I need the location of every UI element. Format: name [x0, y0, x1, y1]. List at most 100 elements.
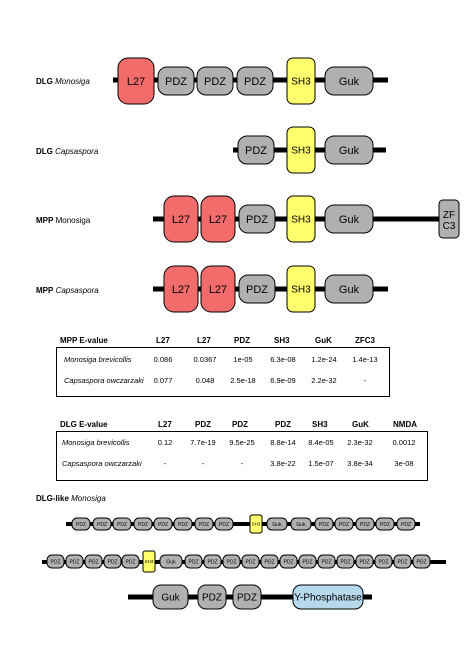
dlg-table-cell: 3.8e-22: [270, 459, 296, 468]
sh3-domain: SH3: [286, 265, 316, 313]
mpp-table-cell: 2.5e-18: [230, 376, 256, 385]
sh3-domain-label: SH3: [252, 522, 261, 527]
pdz-domain: PDZ: [194, 517, 214, 531]
l27-domain: L27: [200, 195, 236, 243]
pdz-domain-label: PDZ: [244, 76, 266, 88]
dlg-table-title: DLG E-value: [60, 420, 108, 429]
pdz-domain-label: PDZ: [158, 522, 168, 528]
pdz-domain-label: PDZ: [97, 522, 107, 528]
pdz-domain: PDZ: [355, 517, 375, 531]
mpp-table-cell: 0.0367: [193, 355, 217, 364]
dlg-table-header-2: PDZ: [232, 420, 248, 429]
pdz-domain: PDZ: [393, 554, 412, 569]
pdz-domain: PDZ: [214, 517, 234, 531]
l27-domain-label: L27: [172, 214, 190, 226]
pdz-domain-label: PDZ: [237, 593, 257, 604]
pdz-domain-label: PDZ: [51, 559, 61, 565]
dlg-table-cell: 1.5e-07: [308, 459, 334, 468]
sh3-domain-label: SH3: [291, 215, 311, 226]
pdz-domain-label: PDZ: [208, 559, 218, 565]
pdz-domain: PDZ: [412, 554, 431, 569]
pdz-domain: PDZ: [374, 554, 393, 569]
dlg-table-header-0: L27: [158, 420, 172, 429]
dlg-table-header-1: PDZ: [195, 420, 211, 429]
guk-domain-label: Guk: [339, 145, 360, 157]
pdz-domain: PDZ: [238, 274, 276, 304]
pdz-domain: PDZ: [112, 517, 132, 531]
sh3-domain-label: SH3: [291, 146, 311, 157]
zfc3-domain: ZFC3: [438, 199, 460, 239]
pdz-domain-label: PDZ: [138, 522, 148, 528]
pdz-domain-label: PDZ: [204, 76, 226, 88]
zfc3-domain-label: ZF: [443, 210, 455, 221]
pdz-domain: PDZ: [196, 66, 234, 96]
l27-domain: L27: [163, 265, 199, 313]
mpp-table-species-0: Monosiga brevicollis: [64, 355, 132, 364]
pdz-domain: PDZ: [203, 554, 222, 569]
pdz-domain-label: PDZ: [117, 522, 127, 528]
pdz-domain: PDZ: [197, 584, 227, 610]
pdz-domain: PDZ: [71, 517, 91, 531]
dlg-table-cell: -: [201, 459, 205, 468]
mpp-table-header-2: PDZ: [234, 336, 250, 345]
dlg-table-cell: 0.0012: [392, 438, 416, 447]
pdz-domain-label: PDZ: [380, 522, 390, 528]
pdz-domain-label: PDZ: [126, 559, 136, 565]
pdz-domain: PDZ: [173, 517, 193, 531]
pdz-domain: PDZ: [279, 554, 298, 569]
mpp-table-header-5: ZFC3: [355, 336, 375, 345]
pdz-domain: PDZ: [121, 554, 140, 569]
pdz-domain-label: PDZ: [246, 214, 268, 226]
mpp-table-cell: 6.3e-08: [270, 355, 296, 364]
pdz-domain: PDZ: [241, 554, 260, 569]
mpp-table-cell: 0.077: [153, 376, 173, 385]
row-label-mpp-capsaspora: MPP Capsaspora: [36, 286, 99, 295]
guk-domain-label: Guk: [339, 284, 360, 296]
pdz-domain-label: PDZ: [322, 559, 332, 565]
sh3-domain: SH3: [286, 126, 316, 174]
pdz-domain-label: PDZ: [189, 559, 199, 565]
zfc3-domain-label-2: C3: [443, 221, 456, 232]
pdz-domain-label: PDZ: [89, 559, 99, 565]
pdz-domain-label: PDZ: [178, 522, 188, 528]
pdz-domain-label: PDZ: [379, 559, 389, 565]
dlg-table-header-6: NMDA: [393, 420, 417, 429]
pdz-domain: PDZ: [314, 517, 334, 531]
dlg-table-header-5: GuK: [352, 420, 369, 429]
dlg-table-species-0: Monosiga brevicollis: [62, 438, 130, 447]
dlg-table-cell: 8.8e-14: [270, 438, 296, 447]
pdz-domain-label: PDZ: [227, 559, 237, 565]
l27-domain-label: L27: [209, 214, 227, 226]
dlg-table-cell: -: [240, 459, 244, 468]
pdz-domain-label: PDZ: [319, 522, 329, 528]
pdz-domain-label: PDZ: [360, 559, 370, 565]
pdz-domain-label: PDZ: [76, 522, 86, 528]
mpp-table-cell: 1e-05: [233, 355, 253, 364]
mpp-table-title: MPP E-value: [60, 336, 108, 345]
guk-domain-label: Guk: [161, 593, 180, 604]
pdz-domain-label: PDZ: [108, 559, 118, 565]
sh3-domain-label: SH3: [291, 77, 311, 88]
pdz-domain: PDZ: [153, 517, 173, 531]
dlg-table-cell: 2.3e-32: [347, 438, 373, 447]
mpp-table-header-3: SH3: [274, 336, 290, 345]
row-label-mpp-monosiga: MPP Monosiga: [36, 216, 91, 225]
pdz-domain: PDZ: [184, 554, 203, 569]
mpp-table-cell: 6.9e-09: [270, 376, 296, 385]
guk-domain-label: Guk: [339, 76, 360, 88]
guk-domain: Guk: [324, 135, 374, 165]
pdz-domain-label: PDZ: [246, 284, 268, 296]
sh3-domain-label: SH3: [145, 559, 154, 564]
pdz-domain-label: PDZ: [246, 559, 256, 565]
pdz-domain-label: PDZ: [417, 559, 427, 565]
dlg-table-box: [56, 431, 428, 481]
l27-domain: L27: [163, 195, 199, 243]
sh3-domain: SH3: [249, 514, 263, 534]
dlg-table-header-4: SH3: [312, 420, 328, 429]
pdz-domain: PDZ: [317, 554, 336, 569]
pdz-domain-label: PDZ: [199, 522, 209, 528]
l27-domain-label: L27: [172, 284, 190, 296]
guk-domain: Guk: [290, 517, 312, 531]
guk-domain: Guk: [324, 66, 374, 96]
